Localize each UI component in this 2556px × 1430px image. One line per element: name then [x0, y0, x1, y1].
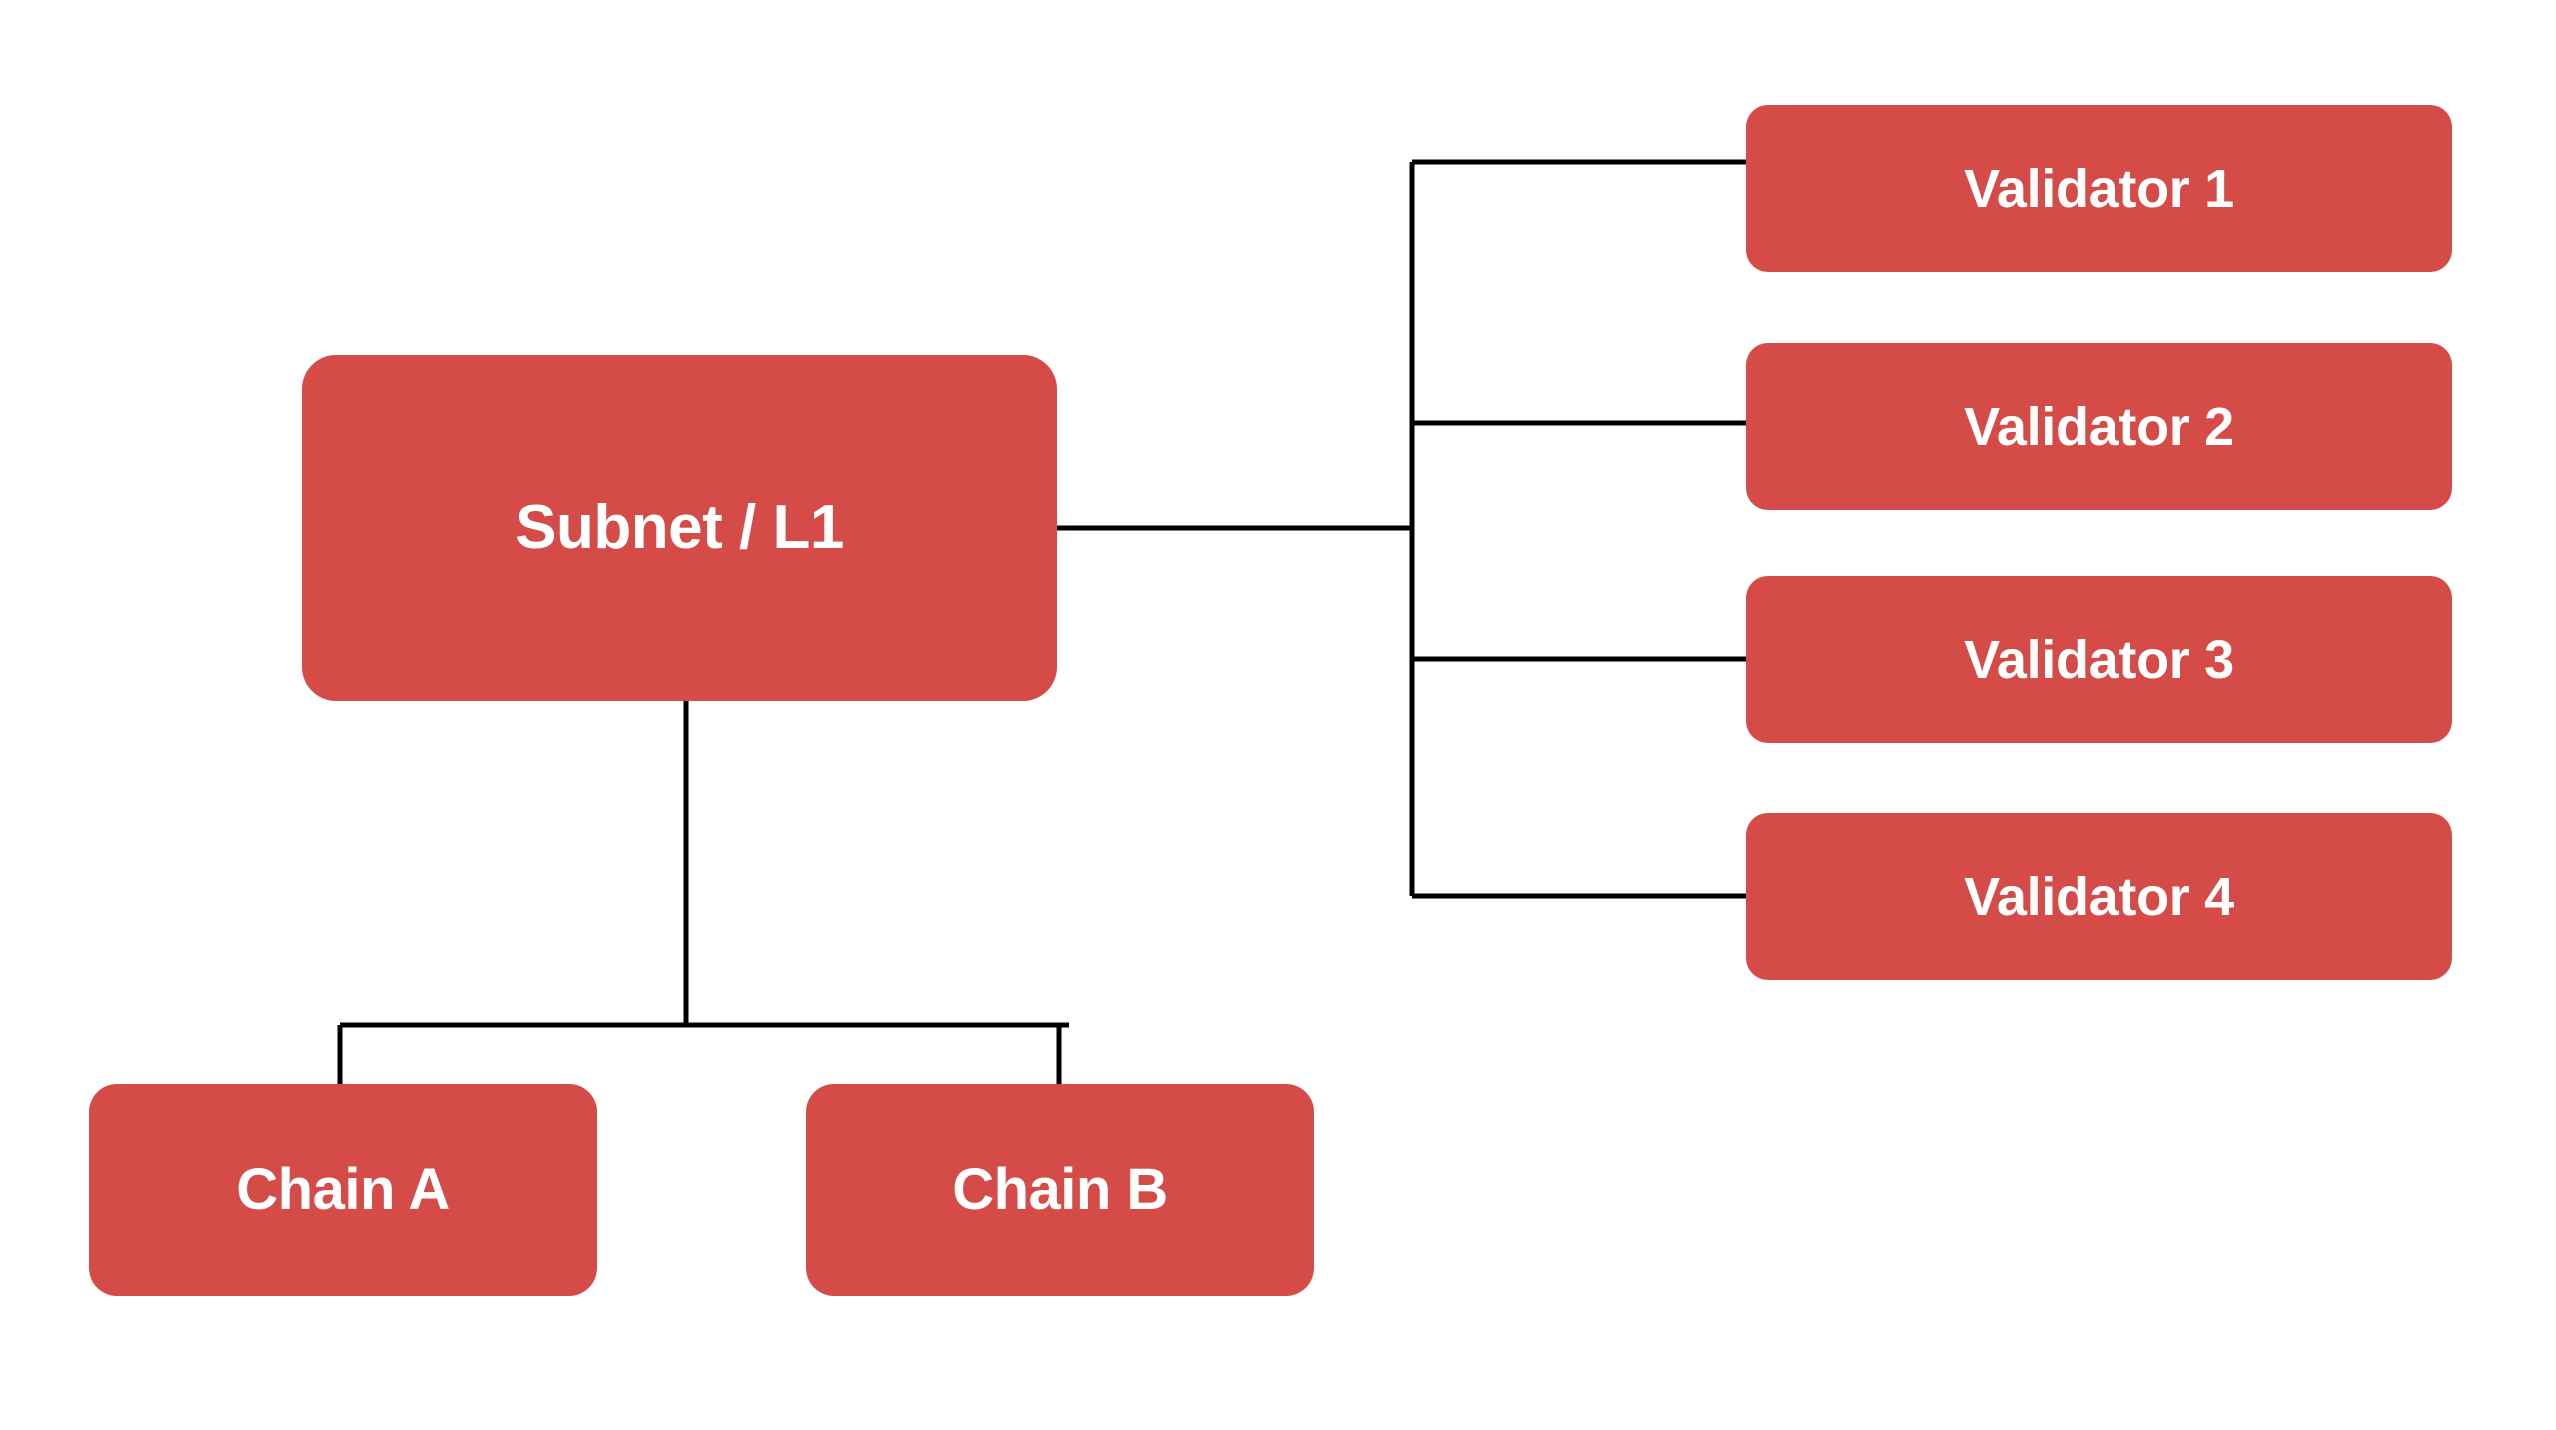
- node-validator-1[interactable]: Validator 1: [1746, 105, 2452, 272]
- node-validator-4[interactable]: Validator 4: [1746, 813, 2452, 980]
- node-chain-a[interactable]: Chain A: [89, 1084, 597, 1296]
- node-chain-b-label: Chain B: [952, 1157, 1168, 1222]
- node-validator-2-label: Validator 2: [1964, 396, 2234, 457]
- node-subnet-l1-label: Subnet / L1: [515, 493, 844, 562]
- node-validator-2[interactable]: Validator 2: [1746, 343, 2452, 510]
- node-chain-a-label: Chain A: [236, 1157, 450, 1222]
- node-validator-4-label: Validator 4: [1964, 866, 2234, 927]
- node-validator-3-label: Validator 3: [1964, 629, 2234, 690]
- node-subnet-l1[interactable]: Subnet / L1: [302, 355, 1057, 701]
- node-validator-3[interactable]: Validator 3: [1746, 576, 2452, 743]
- node-chain-b[interactable]: Chain B: [806, 1084, 1314, 1296]
- node-validator-1-label: Validator 1: [1964, 158, 2234, 219]
